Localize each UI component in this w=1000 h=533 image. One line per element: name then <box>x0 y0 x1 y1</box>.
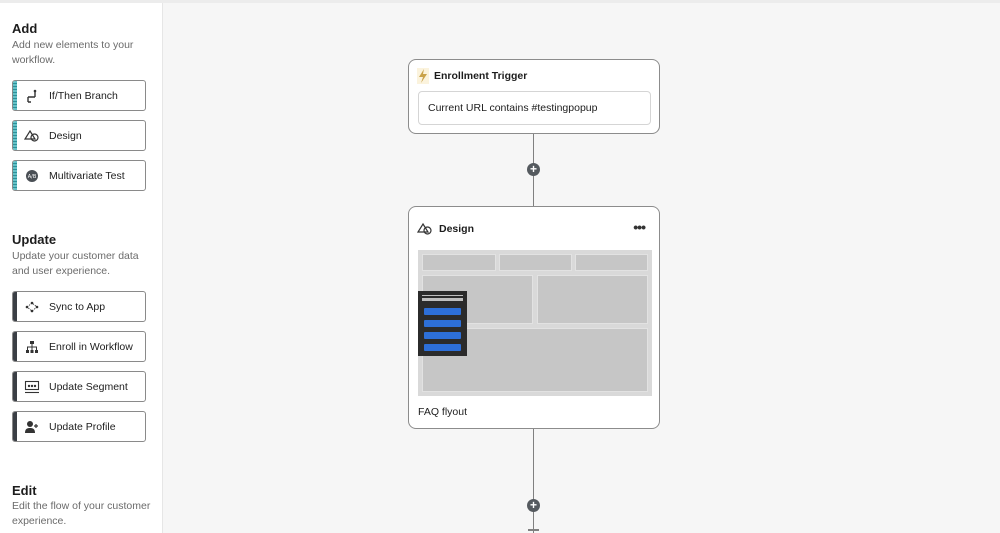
lightning-icon <box>417 68 429 89</box>
shapes-icon <box>416 222 433 241</box>
edit-section-title: Edit <box>12 483 37 498</box>
drag-handle[interactable] <box>13 161 17 190</box>
popup-text-lines <box>422 295 463 301</box>
update-section-title: Update <box>12 232 57 247</box>
multivariate-test-label: Multivariate Test <box>49 169 125 182</box>
design-button[interactable]: Design <box>12 120 146 151</box>
design-card[interactable]: Design ••• FAQ flyout <box>408 206 660 429</box>
connector-line <box>533 428 534 533</box>
add-section-description: Add new elements to your workflow. <box>12 39 134 66</box>
if-then-branch-label: If/Then Branch <box>49 89 118 102</box>
if-then-branch-button[interactable]: If/Then Branch <box>12 80 146 111</box>
hierarchy-icon <box>17 340 47 354</box>
update-profile-button[interactable]: Update Profile <box>12 411 146 442</box>
sync-to-app-button[interactable]: Sync to App <box>12 291 146 322</box>
popup-button <box>424 332 461 339</box>
ab-test-icon: A/B <box>17 169 47 183</box>
drag-handle[interactable] <box>13 412 17 441</box>
update-segment-button[interactable]: Update Segment <box>12 371 146 402</box>
drag-handle[interactable] <box>13 121 17 150</box>
enrollment-trigger-card[interactable]: Enrollment Trigger Current URL contains … <box>408 59 660 134</box>
partial-node-icon <box>528 529 539 533</box>
drag-handle[interactable] <box>13 81 17 110</box>
preview-block <box>537 275 648 324</box>
enrollment-trigger-title: Enrollment Trigger <box>434 70 528 82</box>
svg-text:A/B: A/B <box>28 174 37 180</box>
shapes-icon <box>17 129 47 143</box>
design-card-title: Design <box>439 223 475 235</box>
popup-button <box>424 308 461 315</box>
add-step-button[interactable]: + <box>527 499 540 512</box>
branch-icon <box>17 89 47 103</box>
popup-preview <box>418 291 467 356</box>
design-preview[interactable] <box>418 250 652 396</box>
update-segment-label: Update Segment <box>49 380 128 393</box>
top-border <box>0 0 1000 3</box>
preview-block <box>575 254 648 271</box>
enroll-in-workflow-label: Enroll in Workflow <box>49 340 133 353</box>
user-add-icon <box>17 420 47 434</box>
edit-section-description: Edit the flow of your customer experienc… <box>12 500 151 527</box>
sync-icon <box>17 300 47 314</box>
preview-block <box>499 254 572 271</box>
drag-handle[interactable] <box>13 372 17 401</box>
more-icon[interactable]: ••• <box>633 219 646 235</box>
design-label: Design <box>49 129 82 142</box>
update-profile-label: Update Profile <box>49 420 116 433</box>
sync-to-app-label: Sync to App <box>49 300 106 313</box>
design-name: FAQ flyout <box>418 406 468 418</box>
sidebar: Add Add new elements to your workflow. I… <box>0 3 163 533</box>
drag-handle[interactable] <box>13 292 17 321</box>
add-section-title: Add <box>12 21 38 36</box>
popup-button <box>424 344 461 351</box>
update-section-description: Update your customer data and user exper… <box>12 250 139 277</box>
preview-block <box>422 254 496 271</box>
add-step-button[interactable]: + <box>527 163 540 176</box>
enroll-in-workflow-button[interactable]: Enroll in Workflow <box>12 331 146 362</box>
trigger-condition[interactable]: Current URL contains #testingpopup <box>418 91 651 125</box>
popup-button <box>424 320 461 327</box>
drag-handle[interactable] <box>13 332 17 361</box>
multivariate-test-button[interactable]: A/B Multivariate Test <box>12 160 146 191</box>
segment-icon <box>17 380 47 394</box>
